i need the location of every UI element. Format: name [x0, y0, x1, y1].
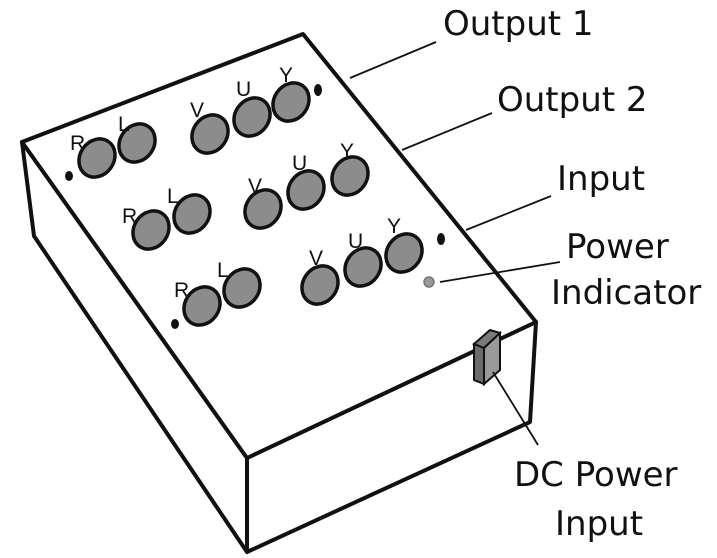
jack-label-l: L [167, 185, 179, 208]
jack-label-l: L [118, 113, 130, 136]
power-indicator-led [423, 276, 435, 288]
jack-r [77, 137, 117, 179]
jack-v [243, 188, 283, 230]
jack-v [190, 113, 230, 155]
dc-power-jack [472, 328, 502, 387]
callout-dc-power-input-line2: Input [555, 504, 643, 544]
leader-output-1 [349, 41, 437, 79]
jack-y [330, 155, 370, 197]
jack-label-u: U [348, 230, 363, 253]
jack-label-v: V [309, 247, 323, 270]
callout-output-2: Output 2 [497, 80, 648, 120]
screw-dot [314, 84, 322, 96]
jack-row-output-2: R L V U Y [122, 140, 370, 251]
screw-dot [65, 171, 73, 181]
jack-label-y: Y [387, 215, 401, 238]
leader-output-2 [401, 112, 493, 151]
leader-lines [349, 41, 561, 446]
jack-label-l: L [217, 259, 229, 282]
jack-label-u: U [236, 78, 251, 101]
jack-u [286, 169, 326, 211]
leader-power-indicator [439, 261, 561, 283]
callout-input: Input [557, 159, 645, 199]
jack-r [182, 285, 222, 327]
jack-label-u: U [292, 152, 307, 175]
jack-label-v: V [248, 175, 262, 198]
callout-labels: Output 1 Output 2 Input Power Indicator … [443, 4, 701, 544]
jack-u [232, 96, 272, 138]
leader-input [465, 195, 552, 231]
jack-label-y: Y [279, 64, 293, 87]
jack-y [384, 232, 424, 274]
jack-label-r: R [122, 205, 137, 228]
jack-row-output-1: R L V U Y [70, 64, 311, 179]
screw-dot [171, 319, 179, 329]
jack-row-input: R L V U Y [174, 215, 424, 327]
jack-label-y: Y [340, 140, 354, 163]
jack-l [172, 193, 212, 235]
callout-output-1: Output 1 [443, 4, 594, 44]
jack-u [343, 246, 383, 288]
jack-r [131, 209, 171, 251]
jack-label-v: V [190, 99, 204, 122]
jack-v [300, 264, 340, 306]
jack-label-r: R [174, 279, 189, 302]
screw-dot [437, 233, 445, 245]
jack-label-r: R [70, 132, 85, 155]
jack-y [271, 81, 311, 123]
jack-l [117, 122, 157, 164]
jack-l [222, 267, 262, 309]
screw-dots [65, 84, 445, 329]
leader-dc-power-input [492, 371, 539, 446]
callout-dc-power-input-line1: DC Power [514, 455, 678, 495]
jack-grid: R L V U Y R L V U Y R L V U Y [70, 64, 424, 327]
callout-power-indicator-line1: Power [566, 227, 669, 267]
callout-power-indicator-line2: Indicator [551, 273, 701, 313]
